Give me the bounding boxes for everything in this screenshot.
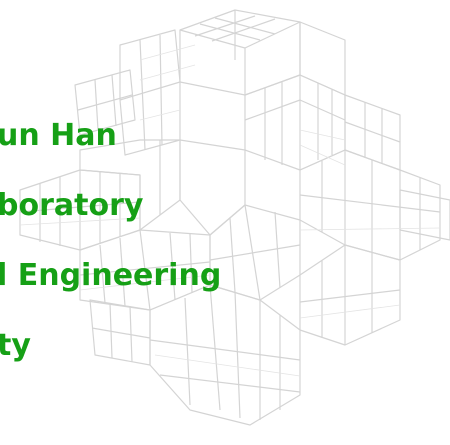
text-line-4: ty — [0, 328, 31, 363]
text-line-2: boratory — [0, 188, 144, 223]
text-line-3: l Engineering — [0, 258, 222, 293]
text-line-1: un Han — [0, 118, 117, 153]
